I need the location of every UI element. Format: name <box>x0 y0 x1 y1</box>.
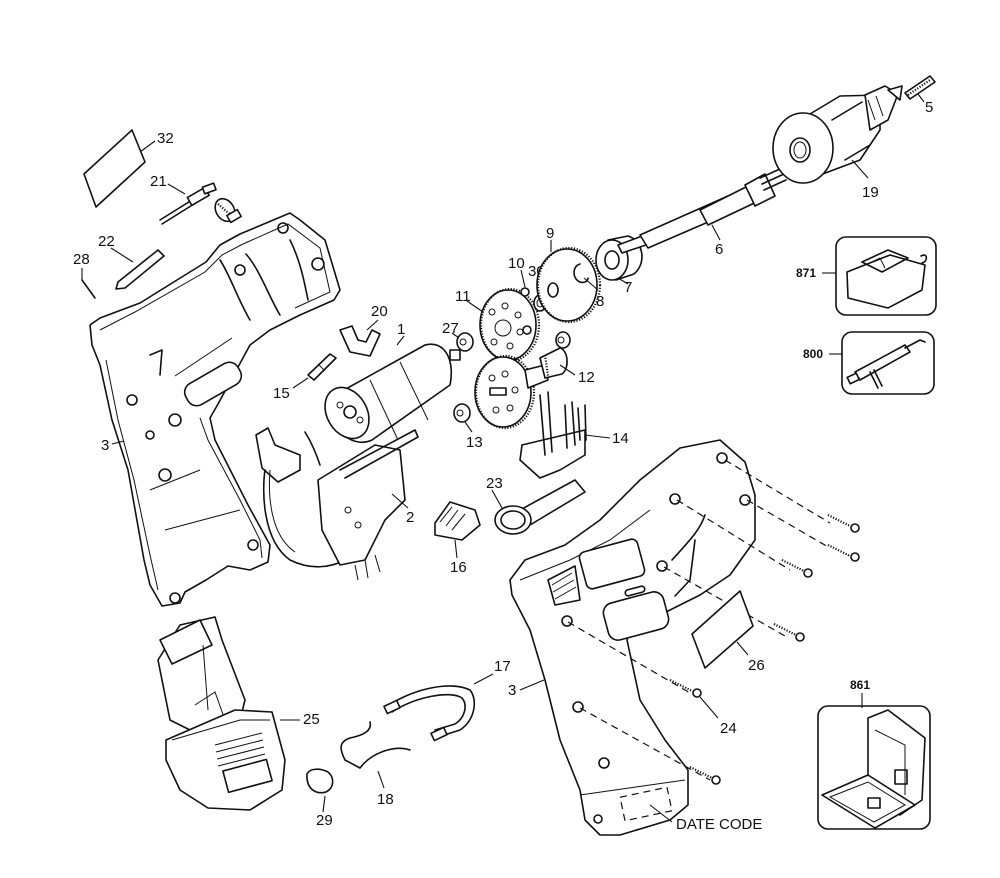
callout-23: 23 <box>486 475 503 492</box>
part-21-chuck-key[interactable]: 21 <box>150 173 242 225</box>
callout-8: 8 <box>596 293 604 310</box>
part-18-spring[interactable]: 18 <box>340 721 411 808</box>
part-26-label[interactable]: 26 <box>691 590 765 674</box>
part-14-terminal-bracket[interactable]: 14 <box>519 391 629 479</box>
part-17-clip[interactable]: 17 <box>383 658 511 742</box>
part-2-switch[interactable]: 2 <box>255 427 419 581</box>
callout-21: 21 <box>150 173 167 190</box>
part-19-chuck[interactable]: 19 <box>772 85 903 201</box>
callout-15: 15 <box>273 385 290 402</box>
part-9-output-gear[interactable]: 9 <box>536 225 602 324</box>
part-861-kit-box[interactable]: 861 <box>817 678 931 830</box>
callout-14: 14 <box>612 430 629 447</box>
part-25-battery-pack[interactable]: 25 <box>157 616 320 811</box>
part-12-pinion[interactable]: 12 <box>474 331 595 430</box>
part-8-retaining-ring[interactable]: 8 <box>573 263 604 310</box>
callout-25: 25 <box>303 711 320 728</box>
callout-19: 19 <box>862 184 879 201</box>
callout-17: 17 <box>494 658 511 675</box>
callout-20: 20 <box>371 303 388 320</box>
callout-6: 6 <box>715 241 723 258</box>
callout-18: 18 <box>377 791 394 808</box>
callout-3-left: 3 <box>101 437 109 454</box>
screw <box>689 766 721 785</box>
part-16-switch-button[interactable]: 16 <box>434 501 481 576</box>
part-29-cap[interactable]: 29 <box>306 768 334 829</box>
part-3-left-housing[interactable]: 3 <box>89 212 341 607</box>
part-1-motor[interactable]: 1 <box>316 321 461 446</box>
part-800-adapter[interactable]: 800 <box>803 331 935 395</box>
callout-16: 16 <box>450 559 467 576</box>
part-32-nameplate[interactable]: 32 <box>83 129 174 208</box>
part-5-screw[interactable]: 5 <box>904 75 936 116</box>
part-23-key-holder[interactable]: 23 <box>486 475 586 535</box>
callout-2: 2 <box>406 509 414 526</box>
callout-32: 32 <box>157 130 174 147</box>
screw <box>827 544 860 562</box>
part-10-pin[interactable]: 10 <box>508 255 530 297</box>
callout-5: 5 <box>925 99 933 116</box>
callout-13: 13 <box>466 434 483 451</box>
date-code-label: DATE CODE <box>676 816 762 833</box>
callout-1: 1 <box>397 321 405 338</box>
part-20-clamp[interactable]: 20 <box>339 303 388 357</box>
part-28-pin[interactable]: 28 <box>73 251 96 299</box>
part-pin-small <box>522 325 532 335</box>
callout-861: 861 <box>850 678 870 692</box>
part-13-bushing[interactable]: 13 <box>453 403 483 451</box>
callout-26: 26 <box>748 657 765 674</box>
screw <box>669 679 702 698</box>
callout-12: 12 <box>578 369 595 386</box>
callout-7: 7 <box>624 279 632 296</box>
callout-11: 11 <box>455 288 471 305</box>
part-871-charger[interactable]: 871 <box>796 236 937 316</box>
part-3-right-housing[interactable]: 3 DATE CODE <box>508 439 762 836</box>
screw <box>827 514 860 533</box>
part-27-bushing[interactable]: 27 <box>442 320 474 352</box>
callout-871: 871 <box>796 266 816 280</box>
callout-10: 10 <box>508 255 525 272</box>
callout-800: 800 <box>803 347 823 361</box>
callout-29: 29 <box>316 812 333 829</box>
callout-9: 9 <box>546 225 554 242</box>
screw <box>773 623 805 642</box>
part-24-screws[interactable]: 24 <box>567 459 860 785</box>
callout-28: 28 <box>73 251 90 268</box>
part-22-bit[interactable]: 22 <box>98 233 165 290</box>
part-6-spindle[interactable]: 6 <box>617 167 787 258</box>
part-15-connector[interactable]: 15 <box>273 353 337 402</box>
screw <box>781 559 813 578</box>
callout-27: 27 <box>442 320 459 337</box>
callout-24: 24 <box>720 720 737 737</box>
callout-22: 22 <box>98 233 115 250</box>
callout-3-right: 3 <box>508 682 516 699</box>
